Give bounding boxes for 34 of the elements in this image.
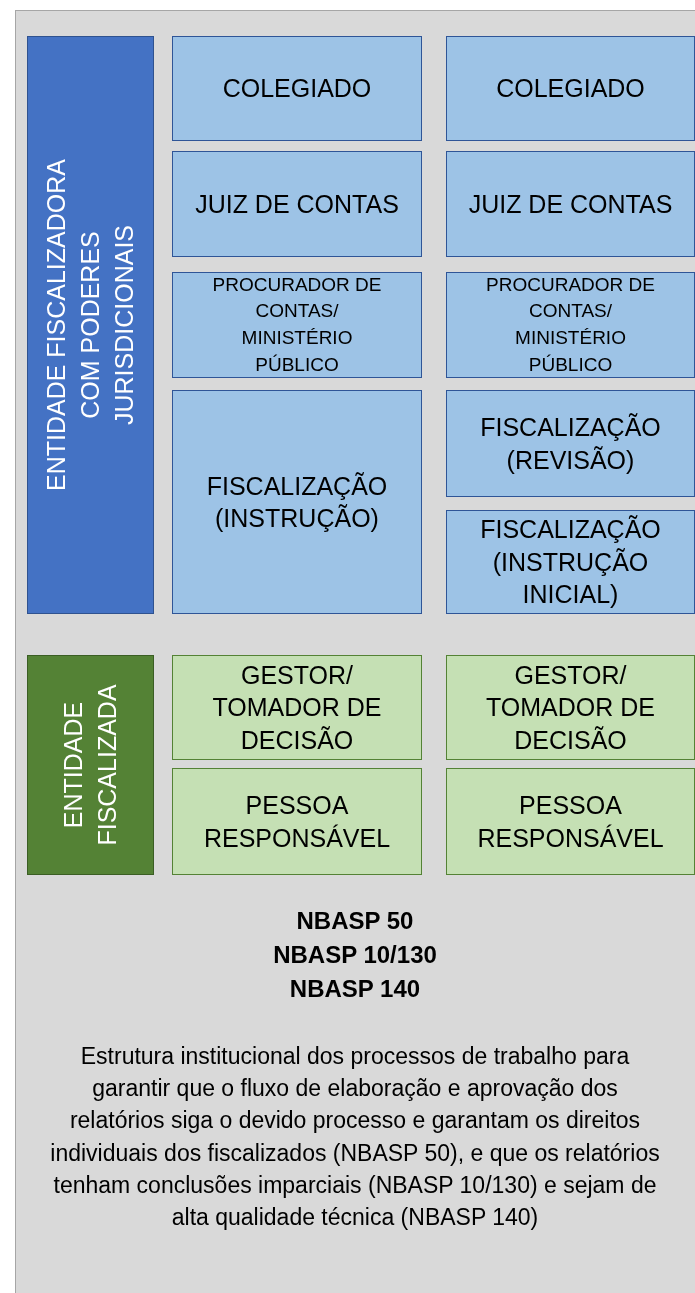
role-box xyxy=(172,768,422,875)
role-label: FISCALIZAÇÃO (INSTRUÇÃO) xyxy=(205,470,389,534)
entity-band xyxy=(27,655,154,875)
role-label: PROCURADOR DE CONTAS/ MINISTÉRIO PÚBLICO xyxy=(211,272,383,377)
role-box xyxy=(172,390,422,614)
role-label: PESSOA RESPONSÁVEL xyxy=(202,790,392,854)
role-box xyxy=(446,151,695,257)
standard-label: NBASP 50 xyxy=(295,906,415,936)
band-label: ENTIDADE FISCALIZADORA COM PODERES JURISDICIONAIS xyxy=(40,158,139,493)
description-text: Estrutura institucional dos processos de trabalho para garantir que o fluxo de elaboração e aprovação dos relatórios siga o devido processo e garantam os direitos individuais dos fiscalizados (NBASP 50), e que os relatórios tenham conclusões imparciais (NBASP 10/130) e sejam de alta qualidade técnica (NBASP 140) xyxy=(49,1042,661,1232)
role-box xyxy=(446,510,695,614)
role-box xyxy=(446,768,695,875)
role-box xyxy=(172,36,422,141)
role-label: FISCALIZAÇÃO (REVISÃO) xyxy=(479,412,662,476)
role-label: FISCALIZAÇÃO (INSTRUÇÃO INICIAL) xyxy=(479,514,662,611)
role-label: GESTOR/ TOMADOR DE DECISÃO xyxy=(211,659,383,756)
entity-band xyxy=(27,36,154,614)
role-label: GESTOR/ TOMADOR DE DECISÃO xyxy=(485,659,656,756)
role-box xyxy=(446,390,695,497)
role-label: COLEGIADO xyxy=(496,73,645,105)
role-box xyxy=(446,655,695,760)
role-box xyxy=(446,272,695,378)
role-label: PESSOA RESPONSÁVEL xyxy=(476,790,665,854)
role-box xyxy=(172,272,422,378)
role-box xyxy=(172,655,422,760)
standard-label: NBASP 140 xyxy=(288,974,422,1004)
role-label: JUIZ DE CONTAS xyxy=(468,188,673,220)
role-label: COLEGIADO xyxy=(222,73,372,105)
role-box xyxy=(446,36,695,141)
standard-label: NBASP 10/130 xyxy=(272,940,438,970)
band-label: ENTIDADE FISCALIZADA xyxy=(57,683,122,848)
role-box xyxy=(172,151,422,257)
role-label: JUIZ DE CONTAS xyxy=(195,188,399,220)
role-label: PROCURADOR DE CONTAS/ MINISTÉRIO PÚBLICO xyxy=(485,272,656,377)
